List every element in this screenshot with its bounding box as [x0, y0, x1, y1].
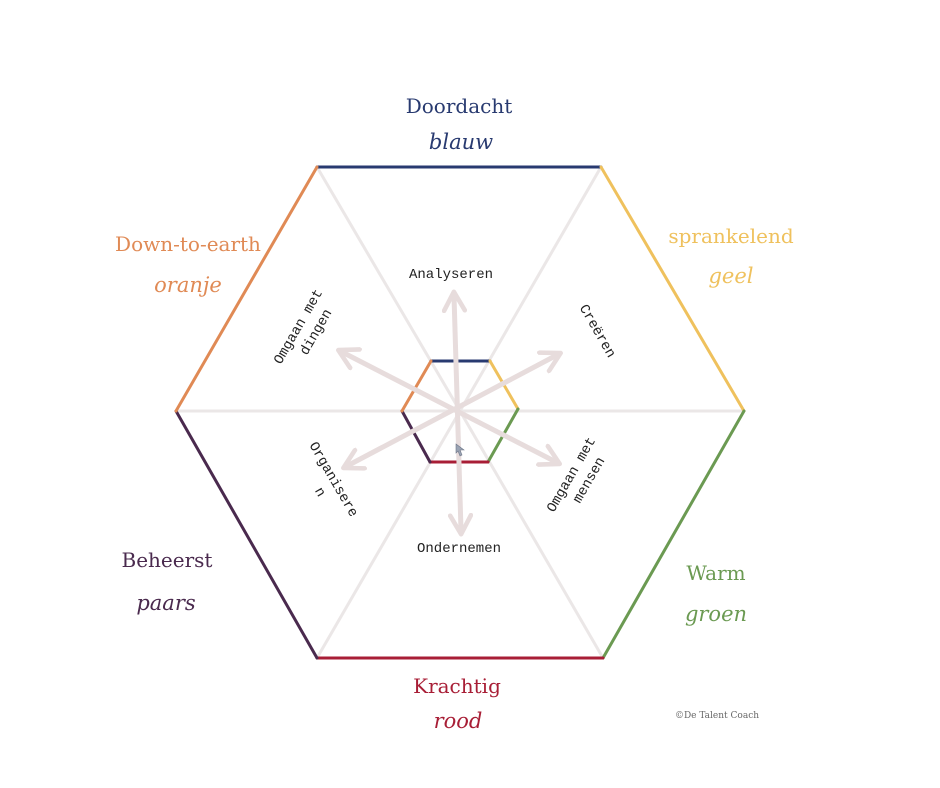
arrow-diagonal-down-right: [342, 352, 556, 462]
spoke-top-right: [458, 166, 603, 412]
edge-top-right-geel: [599, 165, 746, 413]
category-warm-color: groen: [685, 602, 747, 626]
category-down-to-earth-title: Down-to-earth: [115, 232, 261, 256]
category-doordacht-title: Doordacht: [406, 94, 513, 118]
arrows: [342, 296, 557, 530]
category-down-to-earth: Down-to-earth oranje: [115, 232, 261, 297]
category-warm: Warm groen: [685, 561, 747, 626]
credit-text: ©De Talent Coach: [675, 711, 759, 721]
arrow-diagonal-up-right: [347, 355, 557, 466]
activity-creeren: Creëren: [575, 302, 618, 361]
category-krachtig: Krachtig rood: [413, 674, 501, 733]
activity-omgaan-met-mensen: Omgaan met mensen: [544, 427, 620, 524]
category-sprankelend-title: sprankelend: [668, 224, 794, 248]
activity-organiseren: Organisere n: [289, 439, 365, 536]
edge-bottom-right-groen: [601, 409, 746, 660]
category-down-to-earth-color: oranje: [154, 273, 222, 297]
activity-omgaan-met-dingen: Omgaan met dingen: [271, 279, 347, 376]
category-krachtig-color: rood: [434, 709, 483, 733]
edge-top-left-oranje: [174, 165, 319, 413]
category-beheerst-title: Beheerst: [122, 548, 213, 572]
category-beheerst: Beheerst paars: [122, 548, 213, 615]
spoke-bottom-left: [315, 410, 462, 659]
activity-ondernemen: Ondernemen: [417, 541, 501, 557]
edge-bottom-left-paars: [174, 409, 319, 660]
category-doordacht-color: blauw: [429, 130, 493, 154]
category-warm-title: Warm: [686, 561, 745, 585]
category-sprankelend: sprankelend geel: [668, 224, 794, 288]
category-sprankelend-color: geel: [708, 264, 753, 288]
cursor-icon: [455, 443, 465, 457]
activity-analyseren: Analyseren: [409, 267, 493, 283]
category-krachtig-title: Krachtig: [413, 674, 501, 698]
activity-organiseren-line-1: Organisere: [305, 439, 361, 520]
activity-organiseren-line-2: n: [310, 485, 328, 500]
category-doordacht: Doordacht blauw: [406, 94, 513, 154]
category-beheerst-color: paars: [136, 591, 196, 615]
outer-hexagon: [174, 165, 746, 660]
